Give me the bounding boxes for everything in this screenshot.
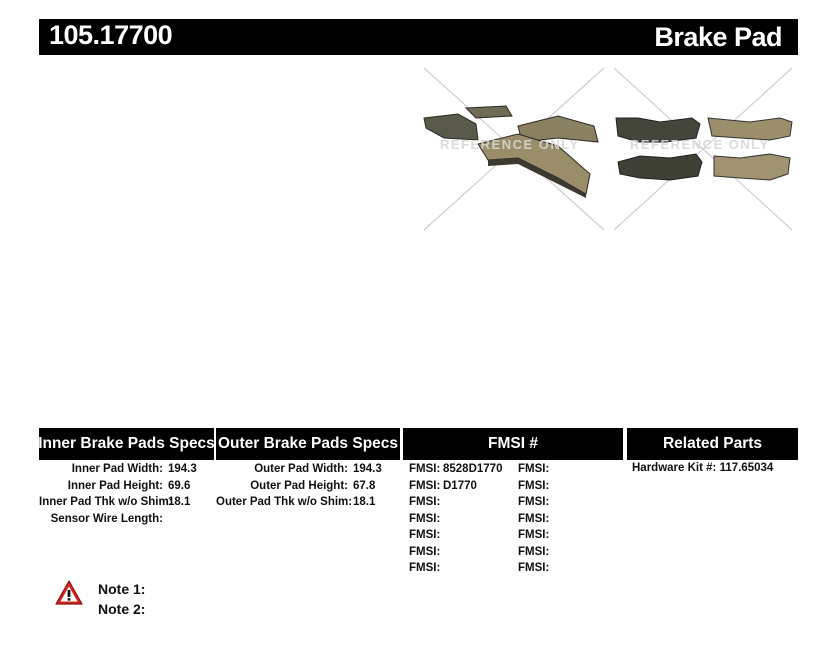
- spec-label: Outer Pad Height:: [250, 479, 348, 492]
- fmsi-row: FMSI:: [518, 544, 552, 561]
- fmsi-label: FMSI:: [518, 562, 550, 574]
- spec-row: Inner Pad Height: 69.6: [39, 478, 197, 495]
- spec-value: 67.8: [353, 479, 376, 492]
- related-parts-row: Hardware Kit #: 117.65034: [632, 462, 773, 474]
- fmsi-label: FMSI:: [518, 479, 550, 492]
- outer-specs-header: Outer Brake Pads Specs: [216, 428, 400, 460]
- spec-value: 194.3: [353, 463, 382, 475]
- spec-row: Outer Pad Height: 67.8: [216, 478, 382, 495]
- related-parts-title: Related Parts: [662, 435, 763, 452]
- title-bar: 105.17700 Brake Pad: [39, 19, 798, 55]
- fmsi-label: FMSI:: [518, 529, 550, 541]
- warning-icon: [55, 580, 83, 605]
- product-photo-flat: REFERENCE ONLY: [613, 67, 793, 231]
- spec-label: Outer Pad Thk w/o Shim:: [216, 496, 353, 508]
- fmsi-value: D1770: [443, 479, 477, 492]
- watermark-text-left: REFERENCE ONLY: [440, 137, 580, 152]
- fmsi-label: FMSI:: [518, 545, 550, 558]
- fmsi-label: FMSI:: [409, 479, 441, 492]
- fmsi-row: FMSI:: [518, 511, 552, 528]
- fmsi-row: FMSI:: [518, 560, 552, 577]
- outer-specs-title: Outer Brake Pads Specs: [217, 435, 399, 452]
- spec-label: Sensor Wire Length:: [50, 512, 163, 525]
- inner-specs-header: Inner Brake Pads Specs: [38, 428, 215, 460]
- fmsi-row: FMSI:: [518, 494, 552, 511]
- hardware-kit-label: Hardware Kit #:: [632, 462, 717, 474]
- fmsi-label: FMSI:: [518, 463, 550, 475]
- inner-specs-title: Inner Brake Pads Specs: [38, 435, 215, 452]
- spec-value: 194.3: [168, 463, 197, 475]
- spec-label: Outer Pad Width:: [254, 463, 348, 475]
- fmsi-row: FMSI:: [409, 527, 502, 544]
- spec-row: Inner Pad Width: 194.3: [39, 461, 197, 478]
- spec-value: 18.1: [168, 496, 191, 508]
- fmsi-row: FMSI:D1770: [409, 478, 502, 495]
- spec-value: 69.6: [168, 479, 191, 492]
- fmsi-title: FMSI #: [488, 435, 538, 452]
- fmsi-label: FMSI:: [409, 496, 441, 508]
- fmsi-label: FMSI:: [409, 529, 441, 541]
- spec-value: 18.1: [353, 496, 376, 508]
- spec-row: Sensor Wire Length:: [39, 511, 197, 528]
- hardware-kit-value[interactable]: 117.65034: [719, 462, 774, 474]
- spec-label: Inner Pad Width:: [71, 463, 163, 475]
- watermark-text-right: REFERENCE ONLY: [630, 137, 770, 152]
- related-parts-header: Related Parts: [627, 428, 798, 460]
- fmsi-row: FMSI:: [518, 478, 552, 495]
- outer-specs-list: Outer Pad Width: 194.3 Outer Pad Height: 6…: [216, 461, 382, 511]
- fmsi-label: FMSI:: [409, 545, 441, 558]
- fmsi-list-col2: FMSI: FMSI: FMSI: FMSI: FMSI: FMSI: FMSI…: [518, 461, 552, 577]
- fmsi-label: FMSI:: [409, 463, 441, 475]
- spec-row: Outer Pad Width: 194.3: [216, 461, 382, 478]
- spec-label: Inner Pad Thk w/o Shim:: [39, 496, 173, 508]
- fmsi-row: FMSI:: [409, 494, 502, 511]
- fmsi-row: FMSI:8528D1770: [409, 461, 502, 478]
- product-photo-angled: REFERENCE ONLY: [423, 67, 605, 231]
- fmsi-label: FMSI:: [518, 496, 550, 508]
- fmsi-row: FMSI:: [409, 544, 502, 561]
- note-2: Note 2:: [98, 601, 146, 617]
- spec-row: Inner Pad Thk w/o Shim:18.1: [39, 494, 197, 511]
- fmsi-label: FMSI:: [518, 512, 550, 525]
- fmsi-list-col1: FMSI:8528D1770 FMSI:D1770 FMSI: FMSI: FM…: [409, 461, 502, 577]
- inner-specs-list: Inner Pad Width: 194.3 Inner Pad Height: 6…: [39, 461, 197, 527]
- fmsi-header: FMSI #: [403, 428, 623, 460]
- spec-label: Inner Pad Height:: [67, 479, 163, 492]
- fmsi-label: FMSI:: [409, 512, 441, 525]
- part-number: 105.17700: [49, 20, 173, 50]
- spec-row: Outer Pad Thk w/o Shim:18.1: [216, 494, 382, 511]
- fmsi-row: FMSI:: [409, 560, 502, 577]
- note-1: Note 1:: [98, 581, 146, 597]
- product-type: Brake Pad: [654, 22, 782, 52]
- fmsi-row: FMSI:: [518, 461, 552, 478]
- fmsi-row: FMSI:: [518, 527, 552, 544]
- fmsi-label: FMSI:: [409, 562, 441, 574]
- fmsi-value: 8528D1770: [443, 463, 503, 475]
- spec-value: [163, 511, 168, 528]
- notes: Note 1: Note 2:: [98, 579, 145, 619]
- fmsi-row: FMSI:: [409, 511, 502, 528]
